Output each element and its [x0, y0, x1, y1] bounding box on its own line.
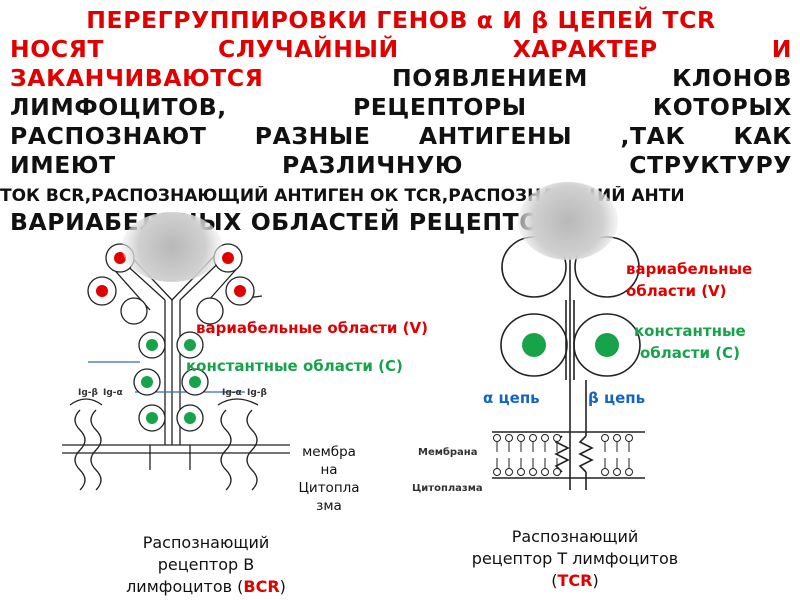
lipid-head: [541, 434, 549, 442]
tcr-alpha-chain-label: α цепь: [483, 389, 540, 407]
title-line-5-word: РАСПОЗНАЮТ: [10, 122, 207, 150]
lipid-head: [505, 468, 513, 476]
tcr-antigen-blur: [518, 182, 618, 260]
lipid-head: [601, 434, 609, 442]
tcr-caption-line3: (TCR): [551, 571, 599, 590]
bcr-caption: Распознающий рецептор В лимфоцитов (BCR): [86, 532, 326, 598]
title-line-3-word: ПОЯВЛЕНИЕМ: [392, 64, 588, 92]
tcr-beta-chain-label: β цепь: [588, 389, 646, 407]
ig-beta-label-right: Ig-β: [247, 388, 267, 398]
bcr-caption-line3: лимфоцитов (BCR): [126, 577, 286, 596]
bcr-caption-line2: рецептор В: [157, 555, 255, 574]
lipid-head: [541, 468, 549, 476]
tcr-lipid-bilayer: [493, 434, 633, 476]
tcr-variable-label-line2: области (V): [626, 282, 727, 300]
lipid-head: [505, 434, 513, 442]
title-line-5-word: ,ТАК: [620, 122, 686, 150]
title-line-4-word: ЛИМФОЦИТОВ,: [10, 93, 227, 121]
title-line-5: РАСПОЗНАЮТ РАЗНЫЕ АНТИГЕНЫ ,ТАК КАК: [10, 122, 792, 151]
tcr-abbrev: TCR: [557, 571, 593, 590]
tcr-caption-line1: Распознающий: [511, 527, 639, 546]
tcr-variable-label-line1: вариабельные: [626, 260, 753, 278]
tcr-constant-domains: [522, 333, 619, 357]
slide-title: ПЕРЕГРУППИРОВКИ ГЕНОВ α И β ЦЕПЕЙ TCR НО…: [10, 6, 792, 180]
title-line-4: ЛИМФОЦИТОВ, РЕЦЕПТОРЫ КОТОРЫХ: [10, 93, 792, 122]
tcr-constant-label: константные области (С): [634, 320, 746, 364]
title-line-2-word: ХАРАКТЕР: [512, 35, 658, 63]
lipid-head: [553, 434, 561, 442]
title-line-6-word: РАЗЛИЧНУЮ: [281, 151, 464, 179]
title-line-6-word: ИМЕЮТ: [10, 151, 116, 179]
lipid-head: [553, 468, 561, 476]
lipid-head: [625, 468, 633, 476]
ig-alpha-label-right: Ig-α: [222, 388, 242, 398]
title-line-4-word: КОТОРЫХ: [652, 93, 792, 121]
title-line-2-word: СЛУЧАЙНЫЙ: [217, 35, 399, 63]
ig-alpha-label-left: Ig-α: [103, 388, 123, 398]
lipid-head: [613, 468, 621, 476]
bcr-variable-label: вариабельные области (V): [196, 319, 428, 337]
bcr-membrane-note: мембра на Цитопла зма: [298, 444, 360, 514]
overlapping-slide-text: ТОК BCR,РАСПОЗНАЮЩИЙ АНТИГЕН ОК TCR,РАСП…: [0, 186, 685, 206]
bcr-antigen-blur: [122, 212, 222, 282]
bcr-constant-label: константные области (С): [186, 357, 403, 375]
title-line-7: ВАРИАБЕЛЬНЫХ ОБЛАСТЕЙ РЕЦЕПТОРА: [10, 208, 577, 236]
lipid-head: [529, 468, 537, 476]
ig-beta-label-left: Ig-β: [78, 388, 98, 398]
bcr-constant-domains: [133, 331, 209, 432]
lipid-head: [493, 468, 501, 476]
lipid-head: [601, 468, 609, 476]
title-line-6: ИМЕЮТ РАЗЛИЧНУЮ СТРУКТУРУ: [10, 151, 792, 180]
lipid-head: [625, 434, 633, 442]
title-line-4-word: РЕЦЕПТОРЫ: [352, 93, 527, 121]
tcr-caption-line2: рецептор Т лимфоцитов: [471, 549, 679, 568]
tcr-variable-label: вариабельные области (V): [626, 258, 752, 302]
tcr-constant-label-line1: константные: [634, 322, 746, 340]
lipid-head: [493, 434, 501, 442]
title-line-5-word: КАК: [733, 122, 792, 150]
title-line-2-word: НОСЯТ: [10, 35, 105, 63]
lipid-head: [517, 468, 525, 476]
tcr-constant-label-line2: области (С): [640, 344, 740, 362]
title-line-2: НОСЯТ СЛУЧАЙНЫЙ ХАРАКТЕР И: [10, 35, 792, 64]
title-line-1: ПЕРЕГРУППИРОВКИ ГЕНОВ α И β ЦЕПЕЙ TCR: [86, 6, 716, 34]
title-line-2-word: И: [771, 35, 792, 63]
tcr-diagram: [492, 236, 645, 490]
bcr-caption-line1: Распознающий: [142, 533, 270, 552]
title-line-5-word: РАЗНЫЕ: [254, 122, 371, 150]
title-line-6-word: СТРУКТУРУ: [629, 151, 792, 179]
title-line-3-word: КЛОНОВ: [672, 64, 792, 92]
lipid-head: [613, 434, 621, 442]
title-line-5-word: АНТИГЕНЫ: [418, 122, 573, 150]
lipid-head: [517, 434, 525, 442]
tcr-cytoplasm-label: Цитоплазма: [412, 483, 483, 494]
tcr-membrane-label: Мембрана: [418, 447, 478, 458]
tcr-caption: Распознающий рецептор Т лимфоцитов (TCR): [440, 526, 710, 592]
lipid-head: [529, 434, 537, 442]
bcr-abbrev: BCR: [243, 577, 280, 596]
